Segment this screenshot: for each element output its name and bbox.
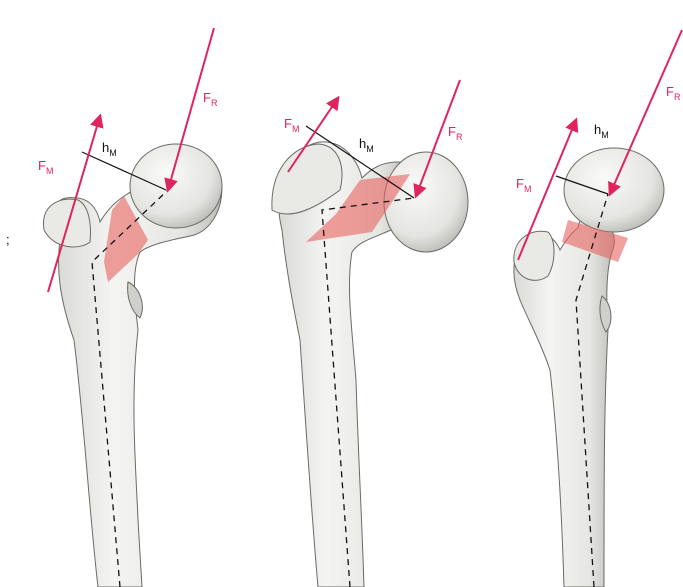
muscle-force-label: FM xyxy=(38,158,53,176)
panel-valgus: FM hM FR xyxy=(514,30,682,587)
greater-trochanter xyxy=(43,199,90,247)
lever-arm-label: hM xyxy=(594,122,609,140)
joint-force-label: FR xyxy=(448,124,463,142)
muscle-force-label: FM xyxy=(284,116,299,134)
joint-force-label: FR xyxy=(203,90,218,108)
stray-mark: ; xyxy=(6,232,10,247)
joint-force-label: FR xyxy=(666,84,681,102)
lever-arm-label: hM xyxy=(359,136,374,154)
femoral-head xyxy=(130,144,222,228)
lever-arm-label: hM xyxy=(102,140,117,158)
panel-varus: FM hM FR xyxy=(272,80,468,587)
femoral-head xyxy=(564,148,664,232)
panel-normal: FM hM FR xyxy=(38,28,222,587)
muscle-force-label: FM xyxy=(516,176,531,194)
